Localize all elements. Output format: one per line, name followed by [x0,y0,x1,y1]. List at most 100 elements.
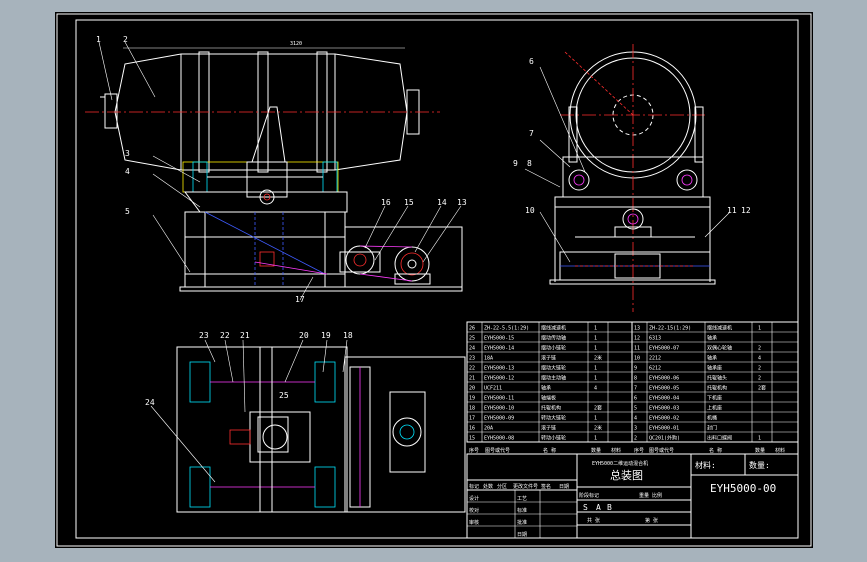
balloon-14: 14 [437,198,447,207]
drawing-viewport[interactable]: 3120 [55,12,813,548]
part-code: EYH5000-02 [649,416,679,422]
part-code: EYH5000-01 [649,426,679,432]
change-date: 日期 [559,484,569,490]
part-name: 转动大链轮 [541,415,566,422]
material-label: 材料: [695,460,716,470]
part-quantity: 2米 [594,355,602,362]
part-name: 托辊机构 [707,385,727,392]
balloon-21: 21 [240,331,250,340]
balloon-1: 1 [96,35,101,44]
part-quantity: 2套 [758,385,766,392]
part-name: 双偶心轮轴 [707,345,732,352]
part-name: 轴承 [707,355,717,362]
balloon-4: 4 [125,167,130,176]
part-code: 20A [484,426,493,432]
drawing-title: 总装图 [610,468,643,482]
part-code: EYH5000-13 [484,366,514,372]
part-number: 13 [634,326,640,332]
part-name: 摆动主动轴 [541,375,566,382]
header-mat-left: 材料 [611,447,621,454]
change-zone: 分区 [497,483,507,490]
balloon-13: 13 [457,198,467,207]
part-number: 6 [634,396,637,402]
label-review: 审核 [469,519,479,526]
balloon-16: 16 [381,198,391,207]
inner-frame [75,19,799,539]
part-quantity: 2 [758,366,761,372]
part-number: 24 [469,346,475,352]
label-standard: 标准 [517,507,527,514]
part-name: 摆线减速机 [707,325,732,332]
product-name: EYH5000二维运动混合机 [592,460,648,467]
part-code: EYH5000-12 [484,376,514,382]
label-date: 日期 [517,532,527,538]
part-code: ZH-22-5.5(1:29) [484,326,529,332]
part-code: 18A [484,356,493,362]
part-name: 摆动传动轴 [541,335,566,342]
part-number: 12 [634,336,640,342]
change-doc: 更改文件号 [513,483,538,490]
balloon-18: 18 [343,331,353,340]
part-number: 16 [469,426,475,432]
part-quantity: 4 [758,356,761,362]
stage-label: 阶段标记 [579,492,599,499]
part-name: 轴端板 [541,395,556,402]
balloon-11: 11 [727,206,737,215]
sheet-count: 共 张 [587,517,600,524]
part-code: 6313 [649,336,661,342]
change-count: 处数 [483,483,493,490]
part-quantity: 1 [594,326,597,332]
part-quantity: 1 [594,346,597,352]
part-number: 5 [634,406,637,412]
balloon-25: 25 [279,391,289,400]
part-number: 7 [634,386,637,392]
header-code-right: 图号或代号 [649,447,674,454]
part-code: QC201(外购) [649,435,680,442]
balloon-3: 3 [125,149,130,158]
part-code: EYH5000-08 [484,436,514,442]
part-code: 6212 [649,366,661,372]
label-check: 校对 [469,507,479,514]
mark-s: S [583,503,588,512]
part-number: 19 [469,396,475,402]
balloon-2: 2 [123,35,128,44]
drawing-number: EYH5000-00 [710,482,776,495]
part-name: 下机座 [707,395,722,402]
balloon-23: 23 [199,331,209,340]
dimension-3120: 3120 [290,41,302,47]
label-approve: 批准 [517,519,527,526]
part-number: 21 [469,376,475,382]
front-view: 3120 [85,35,467,304]
part-quantity: 1 [594,416,597,422]
balloon-8: 8 [527,159,532,168]
part-quantity: 2 [758,376,761,382]
part-name: 轴承 [541,385,551,392]
part-quantity: 2 [758,346,761,352]
label-design: 设计 [469,495,479,502]
part-name: 上机座 [707,405,722,412]
part-quantity: 2米 [594,425,602,432]
part-code: UCF211 [484,386,502,392]
part-number: 23 [469,356,475,362]
label-process: 工艺 [517,496,527,502]
part-number: 8 [634,376,637,382]
mark-b: B [607,503,612,512]
part-code: EYH5000-15 [484,336,514,342]
part-quantity: 1 [758,436,761,442]
part-code: EYH5000-07 [649,346,679,352]
mark-a: A [596,503,601,512]
part-number: 3 [634,426,637,432]
part-code: EYH5000-06 [649,376,679,382]
part-quantity: 1 [594,366,597,372]
part-code: ZH-22-15(1:29) [649,326,691,332]
header-name-left: 名 称 [543,447,556,454]
part-code: EYH5000-10 [484,406,514,412]
part-name: 轴承 [707,335,717,342]
part-number: 15 [469,436,475,442]
part-name: 托辊机构 [541,405,561,412]
side-view: 6 7 9 8 10 11 12 [513,44,751,312]
part-number: 9 [634,366,637,372]
part-code: EYH5000-05 [649,386,679,392]
part-name: 机桶 [707,415,717,422]
